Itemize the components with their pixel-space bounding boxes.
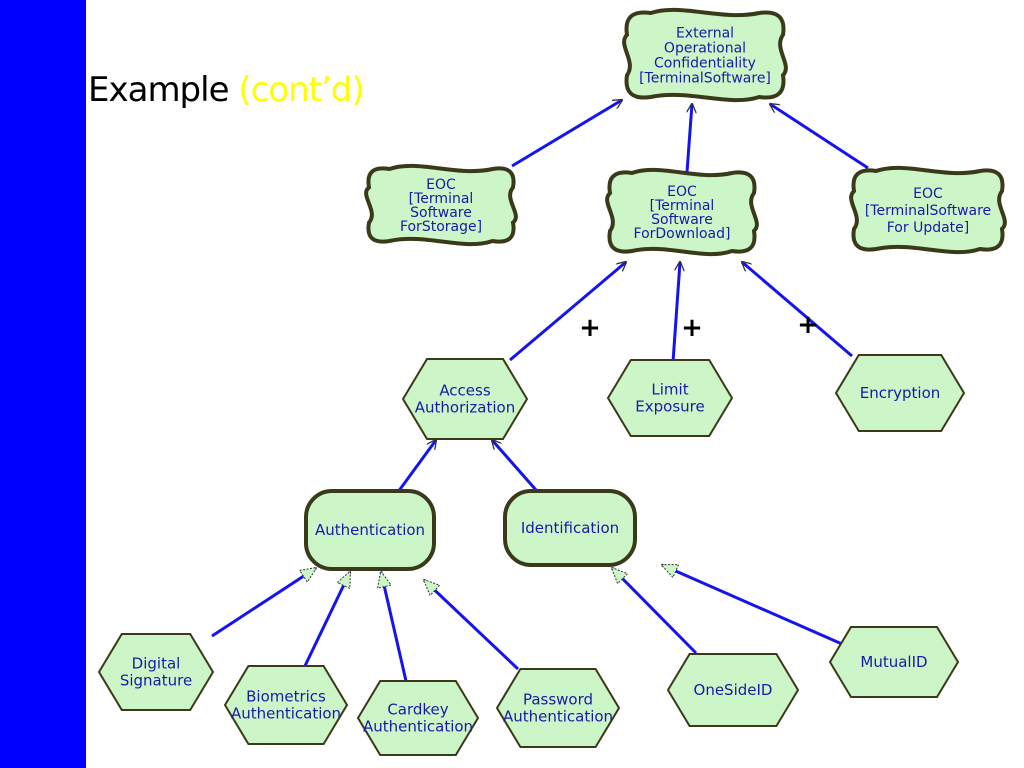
softgoal-shape: [622, 7, 788, 103]
node-label-line: Operational: [664, 41, 746, 57]
node-label-line: Authentication: [503, 708, 613, 726]
contribution-plus-label: +: [797, 310, 819, 340]
node-root: ExternalOperationalConfidentiality[Termi…: [622, 7, 788, 103]
goal-shape: [304, 489, 436, 571]
task-shape: [834, 354, 966, 432]
nodes: ExternalOperationalConfidentiality[Termi…: [97, 7, 1007, 756]
edge-mutualid-identification: [662, 563, 843, 646]
title-main: Example: [88, 70, 230, 110]
edge-update-root: [770, 104, 869, 170]
node-label-line: Authorization: [415, 399, 515, 417]
task-shape: [356, 680, 480, 756]
node-label-line: EOC: [667, 184, 697, 200]
task-shape: [606, 359, 734, 437]
edge-cardkey-authentication: [381, 572, 408, 682]
node-label-line: EOC: [913, 186, 943, 202]
edges: [211, 98, 869, 682]
node-label-line: Limit: [651, 381, 688, 399]
node-label-line: Software: [651, 212, 713, 228]
contribution-plus-label: +: [681, 313, 703, 343]
contribution-plus-label: +: [579, 313, 601, 343]
node-label-line: OneSideID: [694, 681, 773, 699]
node-label-line: EOC: [426, 177, 456, 193]
edge-download-root: [685, 104, 692, 173]
node-label-line: For Update]: [887, 220, 970, 236]
node-label-line: Digital: [132, 655, 181, 673]
node-authentication: Authentication: [304, 489, 436, 571]
node-label-line: Confidentiality: [654, 56, 756, 72]
node-label-line: [TerminalSoftware]: [639, 71, 771, 87]
edge-authentication-access: [396, 440, 436, 493]
node-label-line: ForStorage]: [400, 219, 482, 235]
edge-digital-authentication: [211, 566, 316, 638]
title-accent: (cont’d): [238, 70, 364, 110]
node-label-line: [Terminal: [409, 191, 474, 207]
edge-limit-download: [671, 262, 680, 363]
left-accent-bar: [0, 0, 86, 768]
node-mutualid: MutualID: [828, 626, 960, 698]
edge-biometrics-authentication: [302, 572, 352, 669]
edge-onesideid-identification: [612, 568, 698, 655]
edge-access-download: [509, 262, 626, 362]
node-label-line: Authentication: [315, 521, 425, 539]
task-shape: [223, 665, 349, 745]
node-identification: Identification: [503, 489, 637, 567]
node-label-line: Cardkey: [387, 701, 448, 719]
node-label-line: MutualID: [860, 653, 927, 671]
edge-storage-root: [511, 98, 622, 168]
node-label-line: Authentication: [363, 718, 473, 736]
node-label-line: Encryption: [860, 384, 941, 402]
edge-encryption-download: [742, 262, 853, 358]
softgoal-shape: [364, 163, 518, 247]
node-onesideid: OneSideID: [666, 653, 800, 727]
task-shape: [401, 358, 529, 440]
node-label-line: External: [676, 26, 734, 42]
node-label-line: Password: [523, 691, 593, 709]
task-shape: [828, 626, 960, 698]
contribution-labels: + + +: [579, 310, 819, 343]
edge-password-authentication: [424, 580, 520, 671]
node-label-line: Authentication: [231, 705, 341, 723]
softgoal-shape: [849, 165, 1007, 255]
node-encryption: Encryption: [834, 354, 966, 432]
goal-shape: [503, 489, 637, 567]
node-label-line: Signature: [120, 672, 192, 690]
node-label-line: [Terminal: [650, 198, 715, 214]
task-shape: [97, 633, 215, 711]
node-label-line: ForDownload]: [634, 226, 731, 242]
node-label-line: Software: [410, 205, 472, 221]
task-shape: [666, 653, 800, 727]
node-label-line: Access: [439, 382, 491, 400]
node-label-line: [TerminalSoftware: [865, 203, 991, 219]
node-label-line: Exposure: [635, 398, 704, 416]
edge-identification-access: [492, 440, 538, 491]
task-shape: [495, 668, 621, 748]
softgoal-shape: [605, 167, 759, 257]
node-label-line: Biometrics: [246, 688, 326, 706]
node-label-line: Identification: [521, 519, 619, 537]
slide-title: Example (cont’d): [88, 70, 365, 110]
